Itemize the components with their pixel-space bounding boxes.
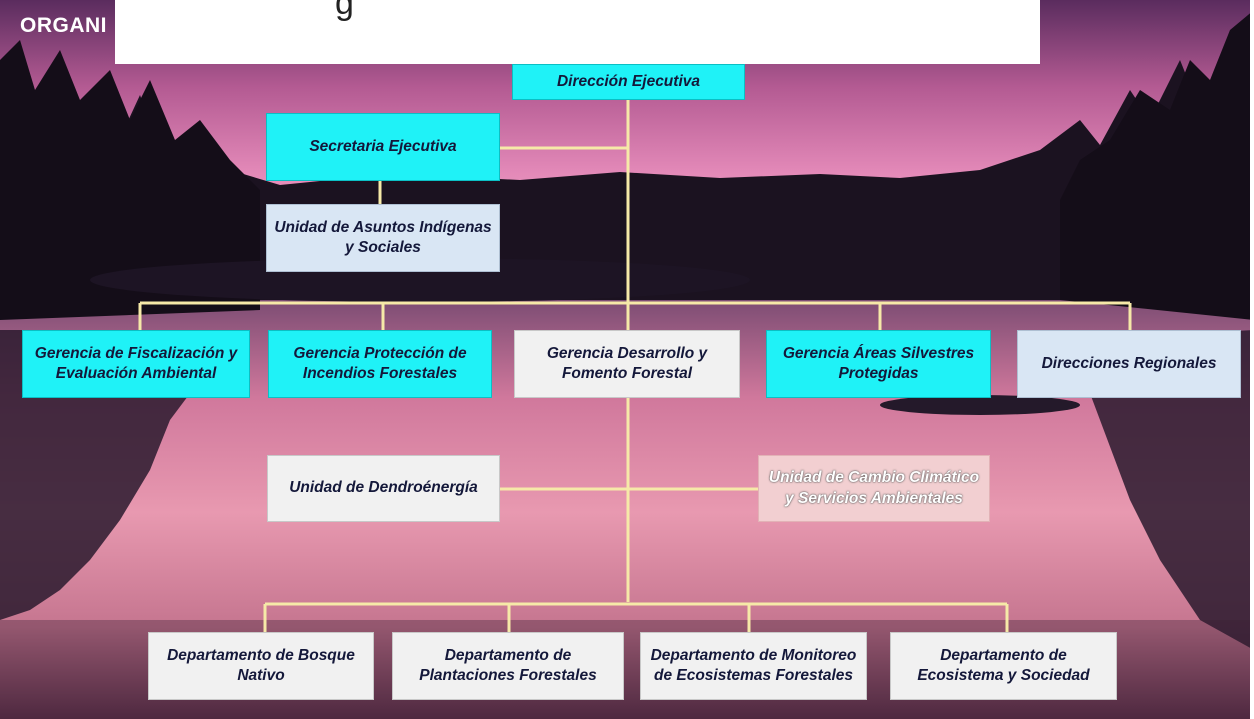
box-gerencia-desarrollo: Gerencia Desarrollo y Fomento Forestal	[514, 330, 740, 398]
box-secretaria-ejecutiva: Secretaria Ejecutiva	[266, 113, 500, 181]
box-direccion-ejecutiva: Dirección Ejecutiva	[512, 64, 745, 100]
box-unidad-cambio-climatico: Unidad de Cambio Climático y Servicios A…	[758, 455, 990, 522]
box-unidad-dendroenergia: Unidad de Dendroénergía	[267, 455, 500, 522]
box-depto-bosque-nativo: Departamento de Bosque Nativo	[148, 632, 374, 700]
right-frame-edge	[1250, 0, 1254, 719]
title-banner: g	[115, 0, 1040, 64]
box-gerencia-fiscalizacion: Gerencia de Fiscalización y Evaluación A…	[22, 330, 250, 398]
box-depto-ecosistema-sociedad: Departamento de Ecosistema y Sociedad	[890, 632, 1117, 700]
box-unidad-asuntos-indigenas: Unidad de Asuntos Indígenas y Sociales	[266, 204, 500, 272]
box-direcciones-regionales: Direcciones Regionales	[1017, 330, 1241, 398]
box-depto-monitoreo: Departamento de Monitoreo de Ecosistemas…	[640, 632, 867, 700]
box-gerencia-incendios: Gerencia Protección de Incendios Foresta…	[268, 330, 492, 398]
slide-title: ORGANI	[20, 14, 107, 37]
banner-partial-glyph: g	[335, 0, 354, 22]
box-depto-plantaciones: Departamento de Plantaciones Forestales	[392, 632, 624, 700]
box-gerencia-areas-silvestres: Gerencia Áreas Silvestres Protegidas	[766, 330, 991, 398]
